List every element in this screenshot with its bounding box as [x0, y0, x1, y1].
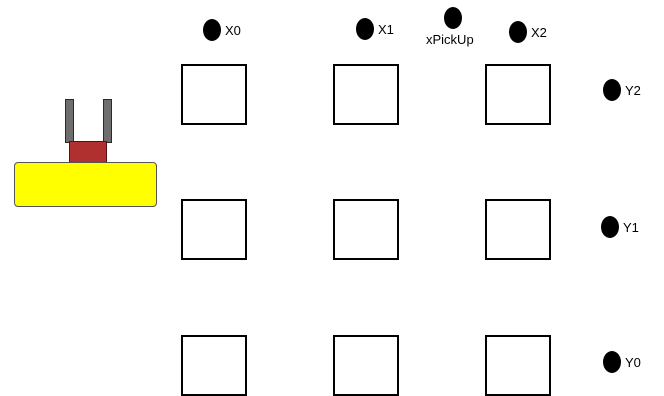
sensor-dot-icon: [356, 18, 374, 40]
grid-cell-x1-y0[interactable]: [333, 335, 399, 396]
sensor-y0: Y0: [603, 351, 641, 373]
sensor-dot-icon: [603, 79, 621, 101]
sensor-x1-label: X1: [378, 22, 394, 37]
gripper-finger-left: [65, 99, 74, 143]
carriage[interactable]: [14, 162, 157, 207]
grid-cell-x2-y0[interactable]: [485, 335, 551, 396]
grid-cell-x0-y2[interactable]: [181, 64, 247, 125]
gripper-finger-right: [103, 99, 112, 143]
sensor-y0-label: Y0: [625, 355, 641, 370]
sensor-y1: Y1: [601, 216, 639, 238]
sensor-y1-label: Y1: [623, 220, 639, 235]
grid-cell-x0-y1[interactable]: [181, 199, 247, 260]
grid-cell-x1-y2[interactable]: [333, 64, 399, 125]
sensor-dot-icon: [601, 216, 619, 238]
sensor-y2-label: Y2: [625, 83, 641, 98]
grid-cell-x2-y2[interactable]: [485, 64, 551, 125]
grid-cell-x0-y0[interactable]: [181, 335, 247, 396]
sensor-dot-icon: [509, 21, 527, 43]
sensor-x2-label: X2: [531, 25, 547, 40]
sensor-dot-icon: [603, 351, 621, 373]
grid-cell-x2-y1[interactable]: [485, 199, 551, 260]
sensor-x2: X2: [509, 21, 547, 43]
grid-cell-x1-y1[interactable]: [333, 199, 399, 260]
sensor-y2: Y2: [603, 79, 641, 101]
sensor-x0: X0: [203, 19, 241, 41]
gripper-body: [69, 141, 107, 164]
sensor-pickup-label: xPickUp: [426, 32, 474, 47]
sensor-x1: X1: [356, 18, 394, 40]
sensor-dot-icon: [444, 7, 462, 29]
sensor-x0-label: X0: [225, 23, 241, 38]
sensor-dot-icon: [203, 19, 221, 41]
